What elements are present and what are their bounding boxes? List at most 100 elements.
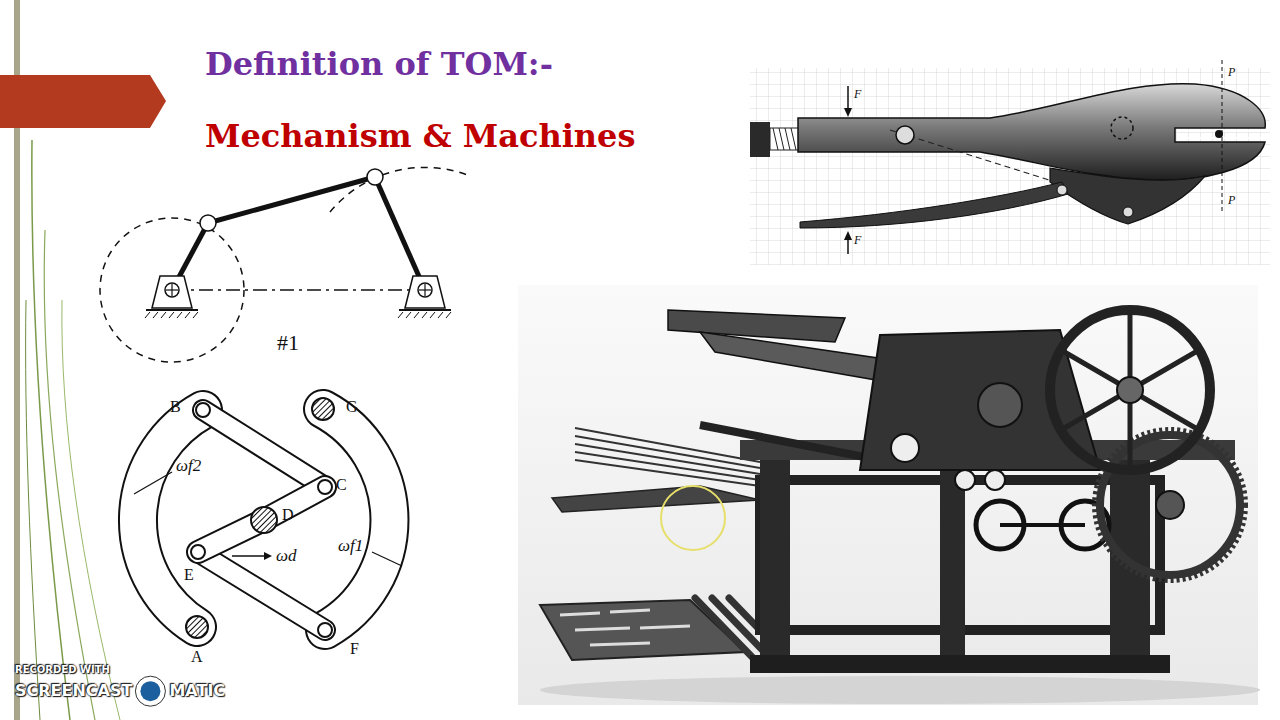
printing-press-part	[1156, 491, 1184, 519]
watermark-text: MATIC	[169, 682, 225, 700]
locking-pliers-part	[844, 108, 852, 117]
four-bar-linkage	[100, 167, 470, 362]
slot-mechanism-part	[232, 555, 268, 557]
slide-title: Definition of TOM:-	[205, 46, 553, 83]
four-bar-linkage-part	[330, 167, 470, 212]
four-bar-linkage-part	[146, 309, 198, 311]
slot-mechanism-part	[198, 552, 325, 630]
joint-label: A	[191, 648, 203, 666]
four-bar-linkage-part	[100, 218, 244, 362]
locking-pliers-part	[770, 128, 800, 150]
printing-press-part	[552, 486, 760, 512]
slot-mechanism-part	[198, 552, 325, 630]
printing-press-part	[1050, 310, 1210, 470]
locking-pliers-part	[750, 122, 770, 157]
angular-velocity: ωf1	[338, 536, 363, 556]
locking-pliers	[750, 60, 1270, 265]
watermark-logo-part	[135, 676, 165, 706]
slide-decoration-part	[26, 300, 40, 720]
watermark-logo-part	[140, 681, 160, 701]
four-bar-linkage-part	[145, 312, 198, 318]
printing-press-part	[985, 470, 1005, 490]
four-bar-linkage-part	[398, 312, 451, 318]
locking-pliers-part	[847, 238, 849, 254]
slot-mechanism	[134, 398, 402, 638]
force-label: F	[854, 88, 861, 102]
joint-label: F	[350, 640, 359, 658]
printing-press-part	[978, 383, 1022, 427]
slot-mechanism-part	[196, 403, 210, 417]
joint-label: C	[336, 476, 347, 494]
force-label: F	[854, 234, 861, 248]
four-bar-linkage-part	[171, 284, 172, 296]
slide-decoration-part	[0, 75, 166, 128]
slot-mechanism-part	[264, 552, 272, 560]
watermark-text: SCREENCAST	[15, 682, 132, 700]
force-label: P	[1228, 66, 1235, 80]
printing-press-part	[1095, 430, 1245, 580]
printing-press-part	[700, 425, 880, 460]
printing-press-part	[891, 434, 919, 462]
slot-mechanism-part	[251, 507, 277, 533]
locking-pliers-part	[1057, 185, 1067, 195]
printing-press-part	[750, 655, 1170, 673]
slide-decoration-part	[44, 230, 95, 720]
slot-mechanism-part	[134, 472, 172, 494]
slot-mechanism-part	[186, 616, 208, 638]
four-bar-linkage-part	[367, 169, 383, 185]
slot-mechanism-part	[138, 410, 203, 627]
four-bar-linkage-part	[208, 177, 375, 223]
four-bar-linkage-part	[165, 283, 179, 297]
locking-pliers-part	[1215, 130, 1223, 138]
four-bar-linkage-part	[172, 289, 425, 290]
slide-decoration	[0, 0, 166, 720]
locking-pliers-part	[1123, 207, 1133, 217]
slot-mechanism-part	[372, 552, 402, 566]
slot-mechanism-part	[138, 410, 203, 627]
four-bar-linkage-part	[405, 276, 445, 308]
printing-press-part	[661, 486, 725, 550]
locking-pliers-part	[800, 182, 1068, 228]
watermark-text: RECORDED WITH	[15, 664, 110, 676]
slot-mechanism-part	[191, 545, 205, 559]
printing-press-part	[540, 676, 1260, 704]
locking-pliers-part	[847, 86, 849, 110]
angular-velocity: ωf2	[176, 456, 201, 476]
locking-pliers-part	[1180, 131, 1262, 138]
locking-pliers-part	[896, 126, 914, 144]
four-bar-linkage-part	[424, 284, 425, 296]
locking-pliers-part	[844, 231, 852, 240]
printing-press-part	[518, 285, 1258, 705]
locking-pliers-part	[798, 84, 1265, 181]
printing-press-part	[575, 428, 760, 486]
printing-press-part	[1117, 377, 1143, 403]
locking-pliers-part	[750, 68, 1270, 265]
four-bar-linkage-part	[399, 309, 451, 311]
printing-press-part	[540, 600, 745, 660]
locking-pliers-part	[1111, 117, 1133, 139]
slot-mechanism-part	[323, 409, 389, 630]
printing-press-part	[760, 460, 790, 665]
slot-mechanism-part	[323, 409, 389, 630]
slot-mechanism-part	[312, 398, 334, 420]
slot-mechanism-part	[318, 480, 332, 494]
printing-press-part	[940, 460, 965, 665]
slide-subtitle: Mechanism & Machines	[205, 118, 635, 155]
printing-press-part	[668, 310, 845, 342]
printing-press-part	[955, 470, 975, 490]
slot-mechanism-part	[203, 410, 325, 487]
four-bar-linkage-part	[375, 177, 425, 290]
printing-press	[518, 285, 1260, 705]
figure-number: #1	[277, 330, 299, 355]
joint-label: B	[170, 398, 181, 416]
joint-label: E	[184, 566, 194, 584]
angular-velocity: ωd	[276, 546, 297, 566]
four-bar-linkage-part	[152, 276, 192, 308]
four-bar-linkage-part	[418, 283, 432, 297]
force-label: P	[1228, 194, 1235, 208]
slide-decoration-part	[62, 300, 120, 720]
printing-press-part	[1061, 310, 1199, 470]
slide-decoration-part	[32, 140, 70, 720]
joint-label: D	[282, 506, 294, 524]
